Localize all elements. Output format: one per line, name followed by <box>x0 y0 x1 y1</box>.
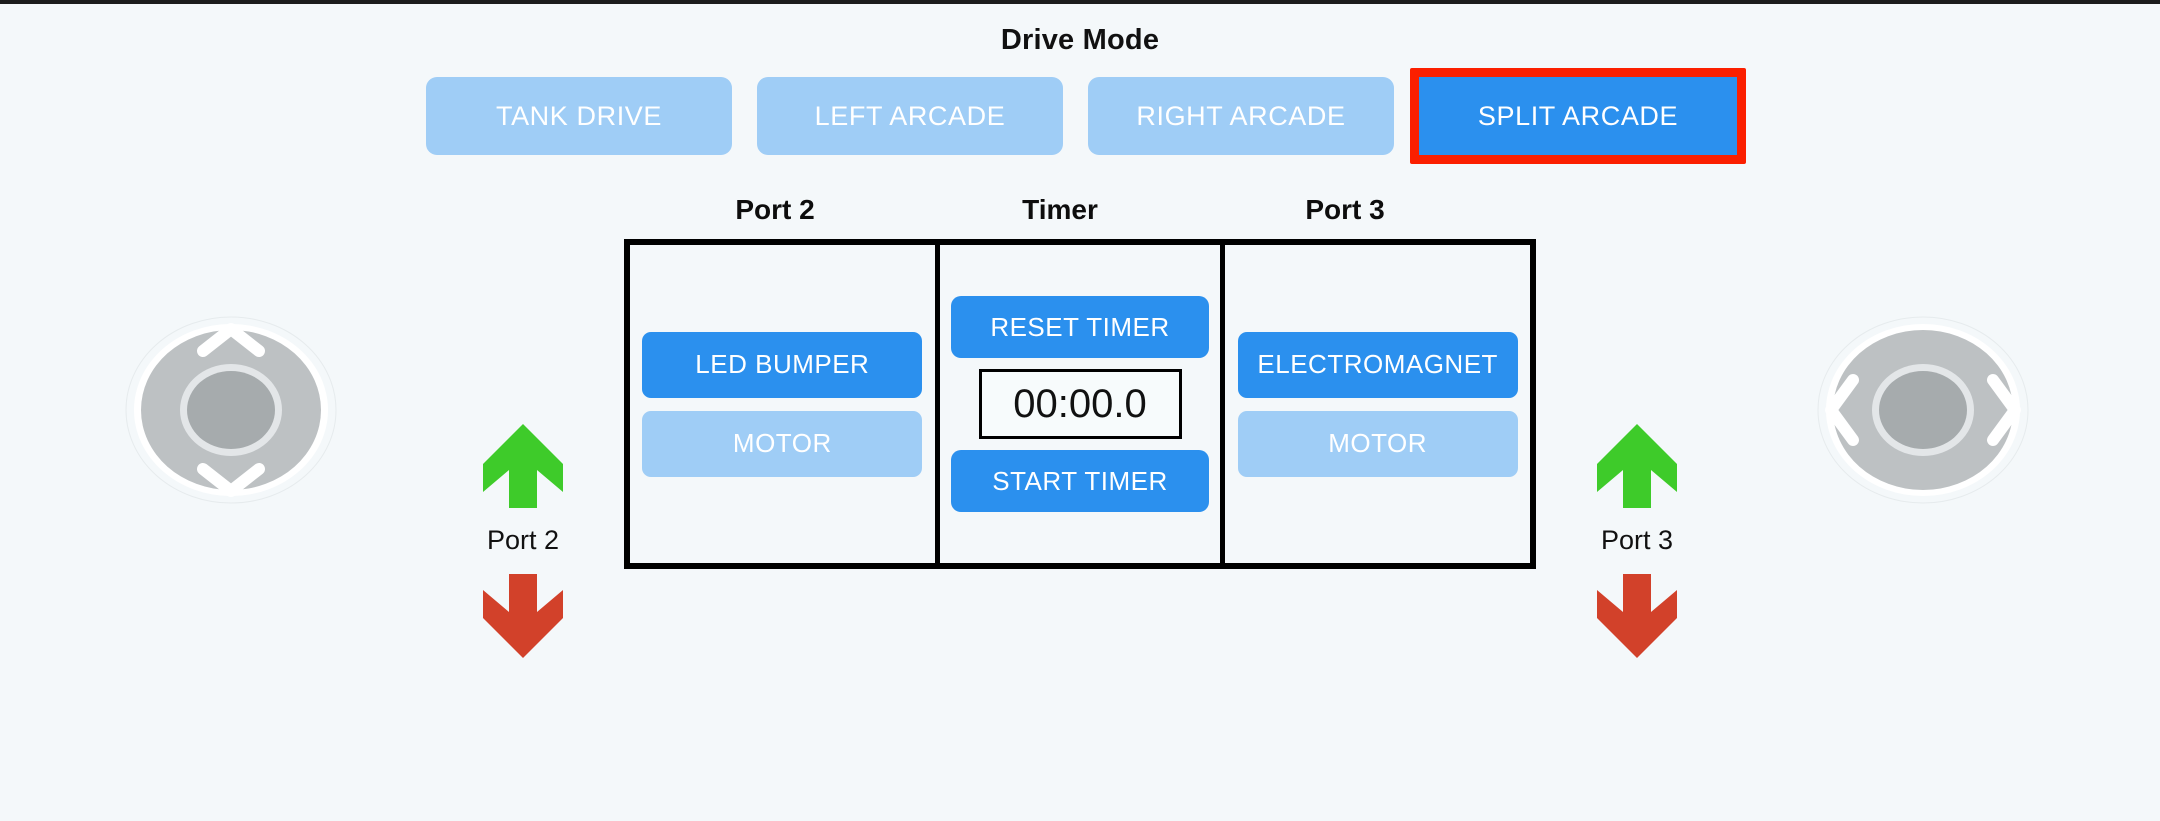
arrow-down-icon[interactable] <box>1595 572 1679 660</box>
port2-led-bumper-button[interactable]: LED BUMPER <box>642 331 923 398</box>
drive-mode-split-arcade-button[interactable]: SPLIT ARCADE <box>1419 77 1737 155</box>
port2-control-label: Port 2 <box>486 525 560 555</box>
drive-mode-right-arcade-button[interactable]: RIGHT ARCADE <box>1088 77 1394 155</box>
reset-timer-button[interactable]: RESET TIMER <box>951 296 1209 358</box>
timer-column-heading: Timer <box>1022 194 1098 225</box>
left-joystick[interactable] <box>85 314 377 506</box>
drive-mode-tank-drive-button[interactable]: TANK DRIVE <box>426 77 732 155</box>
timer-column: RESET TIMER 00:00.0 START TIMER <box>940 245 1226 563</box>
right-joystick-graphic[interactable] <box>1777 314 2069 506</box>
chevron-up-icon <box>197 323 265 357</box>
drive-mode-left-arcade-button[interactable]: LEFT ARCADE <box>757 77 1063 155</box>
port3-direction-control: Port 3 <box>1557 422 1717 660</box>
port3-control-label: Port 3 <box>1600 525 1674 555</box>
left-joystick-graphic[interactable] <box>85 314 377 506</box>
port2-device-column: LED BUMPER MOTOR <box>630 245 940 563</box>
port3-device-column: ELECTROMAGNET MOTOR <box>1225 245 1530 563</box>
device-control-panel: LED BUMPER MOTOR RESET TIMER 00:00.0 STA… <box>624 239 1536 569</box>
port3-motor-button[interactable]: MOTOR <box>1237 410 1518 477</box>
timer-display: 00:00.0 <box>978 369 1182 439</box>
arrow-down-icon[interactable] <box>481 572 565 660</box>
arrow-up-icon[interactable] <box>481 422 565 510</box>
right-joystick[interactable] <box>1777 314 2069 506</box>
chevron-right-icon <box>1987 374 2021 446</box>
port3-column-heading: Port 3 <box>1305 194 1385 225</box>
chevron-down-icon <box>197 463 265 497</box>
port3-electromagnet-button[interactable]: ELECTROMAGNET <box>1237 331 1518 398</box>
port2-column-heading: Port 2 <box>735 194 815 225</box>
drive-mode-button-group: TANK DRIVE LEFT ARCADE RIGHT ARCADE SPLI… <box>426 68 1746 164</box>
port2-direction-control: Port 2 <box>443 422 603 660</box>
drive-mode-selection-highlight: SPLIT ARCADE <box>1410 68 1746 164</box>
arrow-up-icon[interactable] <box>1595 422 1679 510</box>
start-timer-button[interactable]: START TIMER <box>951 450 1209 512</box>
port2-motor-button[interactable]: MOTOR <box>642 410 923 477</box>
drive-mode-title: Drive Mode <box>1000 24 1160 56</box>
chevron-left-icon <box>1825 374 1859 446</box>
